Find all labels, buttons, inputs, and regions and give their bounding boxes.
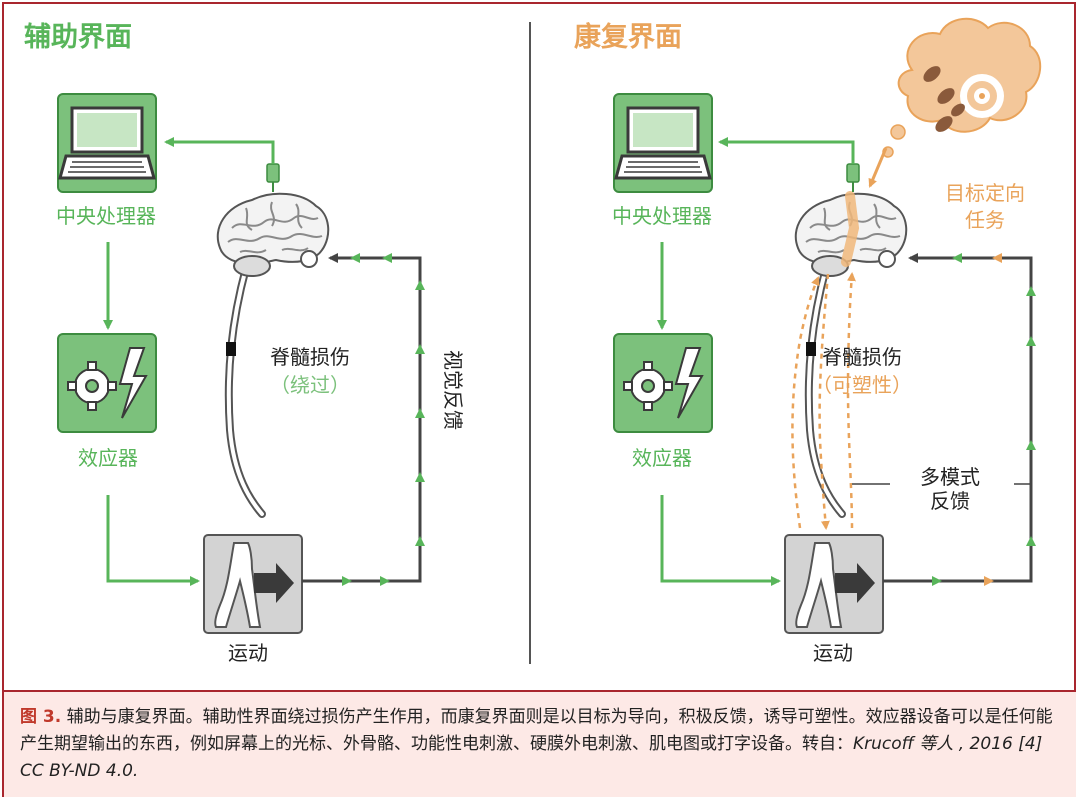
right-brain-pathway-highlight xyxy=(841,191,860,267)
right-cpu-label: 中央处理器 xyxy=(612,204,712,228)
right-sci-sub: （可塑性） xyxy=(812,373,912,397)
left-effector-icon xyxy=(57,333,157,433)
right-injury-marker xyxy=(806,342,816,356)
goal-line2: 任务 xyxy=(965,208,1005,232)
right-title: 康复界面 xyxy=(574,21,682,53)
footprints-icon xyxy=(923,66,965,132)
caption-text: 辅助与康复界面。辅助性界面绕过损伤产生作用，而康复界面则是以目标为导向，积极反馈… xyxy=(20,707,1053,754)
left-cpu-label: 中央处理器 xyxy=(56,204,156,228)
left-motion-label: 运动 xyxy=(228,641,268,665)
right-computer-icon xyxy=(612,92,714,194)
right-walking-icon xyxy=(784,534,884,634)
left-walking-icon xyxy=(203,534,303,634)
left-effector-to-motion-arrow xyxy=(106,495,200,586)
right-motion-label: 运动 xyxy=(813,641,853,665)
left-effector-label: 效应器 xyxy=(78,446,138,470)
right-feedback-line1: 多模式 xyxy=(920,465,980,489)
left-sci-label: 脊髓损伤 xyxy=(270,345,350,369)
right-effector-icon xyxy=(613,333,713,433)
right-implant-icon xyxy=(846,163,860,183)
left-feedback-label: 视觉反馈 xyxy=(441,350,465,430)
left-title: 辅助界面 xyxy=(24,22,132,53)
right-plasticity-arrow-ascending xyxy=(791,276,820,529)
right-sci-label: 脊髓损伤 xyxy=(822,345,902,369)
goal-thought-bubble xyxy=(882,17,1042,158)
right-effector-label: 效应器 xyxy=(632,446,692,470)
left-injury-marker xyxy=(226,342,236,356)
right-feedback-chevrons xyxy=(932,253,1036,586)
right-effector-to-motion-arrow xyxy=(660,495,781,586)
caption-label: 图 3. xyxy=(20,707,62,727)
goal-line1: 目标定向 xyxy=(945,181,1025,205)
left-spinal-cord xyxy=(224,264,266,518)
left-sci-sub: （绕过） xyxy=(270,373,350,397)
left-implant-icon xyxy=(266,163,280,183)
right-plasticity-arrow-ascending-2 xyxy=(846,272,856,529)
left-feedback-chevrons xyxy=(342,253,425,586)
left-brain-icon xyxy=(216,192,330,277)
right-plasticity-arrow-descending xyxy=(818,273,830,530)
caption-citation: Krucoff 等人 , 2016 [4] CC BY-ND 4.0. xyxy=(20,734,1043,781)
left-feedback-loop xyxy=(302,253,422,583)
figure-caption: 图 3. 辅助与康复界面。辅助性界面绕过损伤产生作用，而康复界面则是以目标为导向… xyxy=(4,690,1076,797)
left-signal-to-cpu-arrow xyxy=(164,137,275,164)
left-computer-icon xyxy=(56,92,158,194)
right-signal-to-cpu-arrow xyxy=(718,137,855,164)
target-icon xyxy=(960,74,1004,118)
right-feedback-line2: 反馈 xyxy=(930,489,970,513)
figure-diagram: 辅助界面 中央处理器 效应器 运动 脊髓损伤 （绕过） 视觉反馈 康复界面 中央… xyxy=(24,17,1042,665)
goal-to-brain-arrow xyxy=(868,147,888,188)
right-feedback-loop xyxy=(883,253,1033,583)
